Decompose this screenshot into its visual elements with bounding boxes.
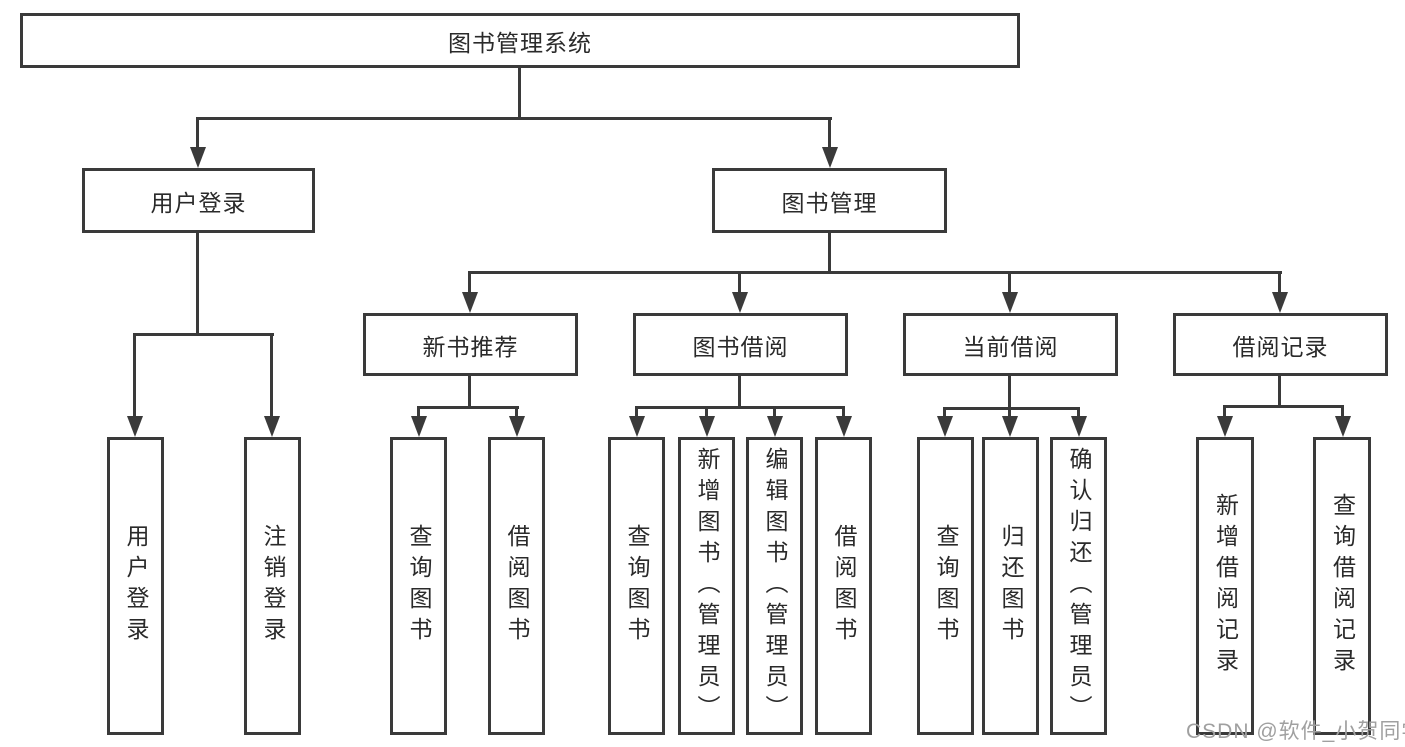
csdn-watermark: CSDN @软件_小贺同学 xyxy=(1186,720,1405,743)
arrowhead-down-icon xyxy=(1217,416,1233,437)
leaf-label: 借阅图书 xyxy=(504,524,530,648)
leaf-logout: 注销登录 xyxy=(244,437,301,735)
connector-line xyxy=(1077,407,1080,421)
arrowhead-down-icon xyxy=(836,416,852,437)
node-new-book-recommend: 新书推荐 xyxy=(363,313,578,376)
connector-line xyxy=(518,68,521,120)
leaf-label: 编辑图书（管理员） xyxy=(762,446,788,726)
arrowhead-down-icon xyxy=(937,416,953,437)
node-current-borrowing: 当前借阅 xyxy=(903,313,1118,376)
connector-line xyxy=(705,406,708,421)
connector-line xyxy=(270,333,273,421)
arrowhead-down-icon xyxy=(1335,416,1351,437)
arrowhead-down-icon xyxy=(264,416,280,437)
leaf-return-book: 归还图书 xyxy=(982,437,1039,735)
leaf-query-borrow-record: 查询借阅记录 xyxy=(1313,437,1371,735)
leaf-label: 查询图书 xyxy=(406,524,432,648)
connector-line xyxy=(828,117,831,152)
leaf-query-books-current: 查询图书 xyxy=(917,437,974,735)
leaf-label: 查询图书 xyxy=(933,524,959,648)
leaf-query-books-borrowing: 查询图书 xyxy=(608,437,665,735)
arrowhead-down-icon xyxy=(127,416,143,437)
arrowhead-down-icon xyxy=(767,416,783,437)
connector-line xyxy=(1008,407,1011,421)
arrowhead-down-icon xyxy=(411,416,427,437)
connector-line xyxy=(417,406,519,409)
leaf-label: 注销登录 xyxy=(260,524,286,648)
connector-line xyxy=(468,271,1282,274)
node-book-borrowing: 图书借阅 xyxy=(633,313,848,376)
connector-line xyxy=(1278,376,1281,408)
node-root: 图书管理系统 xyxy=(20,13,1020,68)
connector-line xyxy=(468,376,471,409)
leaf-label: 新增图书（管理员） xyxy=(694,446,720,726)
connector-line xyxy=(1341,405,1344,421)
node-user-login: 用户登录 xyxy=(82,168,315,233)
connector-line xyxy=(196,117,199,152)
arrowhead-down-icon xyxy=(629,416,645,437)
connector-line xyxy=(738,376,741,409)
connector-line xyxy=(828,233,831,274)
leaf-borrow-books-recommend: 借阅图书 xyxy=(488,437,545,735)
leaf-confirm-return-admin: 确认归还（管理员） xyxy=(1050,437,1107,735)
connector-line xyxy=(773,406,776,421)
connector-line xyxy=(1278,271,1281,297)
node-book-management: 图书管理 xyxy=(712,168,947,233)
connector-line xyxy=(1223,405,1344,408)
connector-line xyxy=(1008,271,1011,297)
node-label: 借阅记录 xyxy=(1232,333,1329,360)
leaf-borrow-books-borrowing: 借阅图书 xyxy=(815,437,872,735)
leaf-label: 查询借阅记录 xyxy=(1329,493,1356,679)
arrowhead-down-icon xyxy=(509,416,525,437)
arrowhead-down-icon xyxy=(1071,416,1087,437)
connector-line xyxy=(635,406,638,421)
connector-line xyxy=(1008,376,1011,410)
leaf-user-login: 用户登录 xyxy=(107,437,164,735)
connector-line xyxy=(635,406,845,409)
connector-line xyxy=(943,407,1080,410)
arrowhead-down-icon xyxy=(1002,416,1018,437)
connector-line xyxy=(133,333,274,336)
leaf-label: 用户登录 xyxy=(123,524,149,648)
connector-line xyxy=(515,406,518,421)
connector-line xyxy=(1223,405,1226,421)
arrowhead-down-icon xyxy=(1272,292,1288,313)
node-label: 图书管理 xyxy=(781,189,878,216)
arrowhead-down-icon xyxy=(1002,292,1018,313)
connector-line xyxy=(468,271,471,297)
node-label: 图书借阅 xyxy=(692,333,789,360)
leaf-label: 查询图书 xyxy=(624,524,650,648)
leaf-label: 归还图书 xyxy=(998,524,1024,648)
leaf-query-books-recommend: 查询图书 xyxy=(390,437,447,735)
connector-line xyxy=(842,406,845,421)
leaf-label: 借阅图书 xyxy=(831,524,857,648)
node-label: 新书推荐 xyxy=(422,333,519,360)
arrowhead-down-icon xyxy=(732,292,748,313)
leaf-edit-book-admin: 编辑图书（管理员） xyxy=(746,437,803,735)
arrowhead-down-icon xyxy=(462,292,478,313)
leaf-add-borrow-record: 新增借阅记录 xyxy=(1196,437,1254,735)
arrowhead-down-icon xyxy=(190,147,206,168)
connector-line xyxy=(943,407,946,421)
connector-line xyxy=(196,117,832,120)
leaf-label: 新增借阅记录 xyxy=(1212,493,1239,679)
arrowhead-down-icon xyxy=(822,147,838,168)
node-label: 用户登录 xyxy=(150,189,247,216)
leaf-label: 确认归还（管理员） xyxy=(1066,446,1092,726)
connector-line xyxy=(738,271,741,297)
node-root-label: 图书管理系统 xyxy=(448,29,592,56)
leaf-add-book-admin: 新增图书（管理员） xyxy=(678,437,735,735)
connector-line xyxy=(196,233,199,336)
arrowhead-down-icon xyxy=(699,416,715,437)
node-label: 当前借阅 xyxy=(962,333,1059,360)
connector-line xyxy=(417,406,420,421)
connector-line xyxy=(133,333,136,421)
node-borrowing-records: 借阅记录 xyxy=(1173,313,1388,376)
